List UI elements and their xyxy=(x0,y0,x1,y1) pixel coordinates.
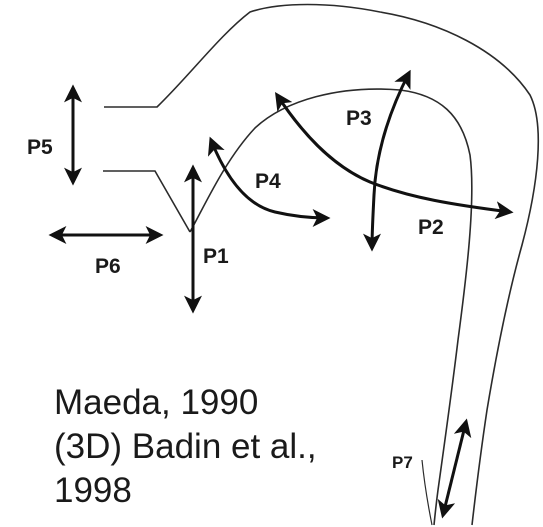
lower-lip-line xyxy=(103,170,191,233)
p7-label: P7 xyxy=(392,453,413,472)
p3-label: P3 xyxy=(346,107,372,130)
outer-tract-wall xyxy=(104,3,540,526)
p5-label: P5 xyxy=(27,136,53,159)
p2-arrow xyxy=(275,91,514,220)
caption-line-2: (3D) Badin et al., xyxy=(54,427,317,466)
p6-label: P6 xyxy=(95,255,121,278)
p2-label: P2 xyxy=(418,216,444,239)
p3-arrow xyxy=(363,69,411,252)
citation-caption: Maeda, 1990 (3D) Badin et al., 1998 xyxy=(54,381,317,513)
p1-label: P1 xyxy=(203,245,229,268)
p7-arrow xyxy=(437,418,472,519)
caption-line-3: 1998 xyxy=(54,471,132,510)
p4-label: P4 xyxy=(255,170,281,193)
pharynx-inner-line xyxy=(421,459,433,526)
caption-line-1: Maeda, 1990 xyxy=(54,383,259,422)
